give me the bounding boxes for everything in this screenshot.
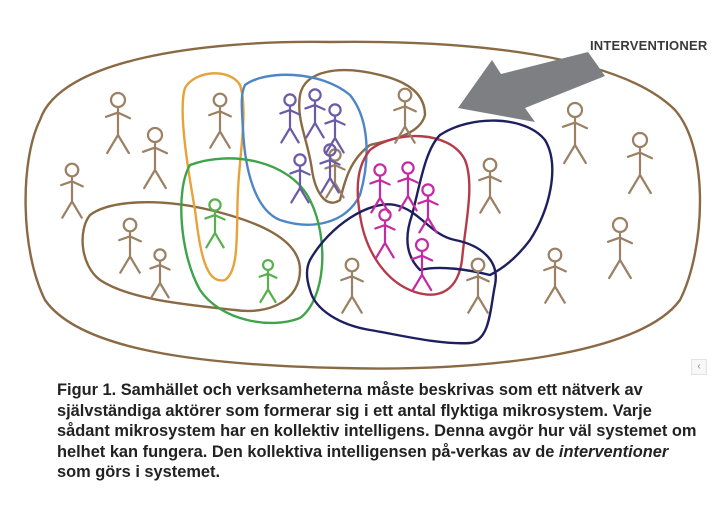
caption-text: Figur 1. Samhället och verksamheterna må…	[57, 381, 697, 461]
microsystem-blue	[240, 73, 368, 226]
caption-text-end: som görs i systemet.	[57, 463, 221, 481]
microsystem-navy-right	[406, 119, 554, 277]
stick-figure	[204, 198, 226, 249]
microsystem-red	[356, 134, 471, 296]
microsystem-navy-lower	[305, 203, 497, 345]
stick-figure	[208, 92, 232, 149]
stick-figure	[606, 216, 634, 280]
stick-figure	[369, 163, 391, 214]
stick-figure	[626, 131, 654, 195]
figure-caption: Figur 1. Samhället och verksamheterna må…	[57, 380, 697, 483]
microsystem-green	[180, 157, 324, 325]
stick-figure	[324, 148, 346, 199]
scroll-left-button[interactable]: ‹	[691, 359, 707, 375]
stick-figure	[304, 88, 326, 139]
stick-figure	[410, 237, 434, 292]
stick-figure	[141, 126, 169, 190]
stick-figure	[104, 91, 132, 155]
stick-figure	[466, 257, 490, 314]
stick-figure	[60, 162, 84, 219]
stick-figure	[478, 157, 502, 214]
stick-figures	[60, 87, 654, 314]
stick-figure	[340, 257, 364, 314]
microsystem-orange	[181, 72, 245, 282]
stick-figure	[118, 217, 142, 274]
stick-figure	[393, 87, 417, 144]
microsystem-diagram	[24, 40, 702, 370]
stick-figure	[397, 161, 419, 212]
stick-figure	[324, 103, 346, 154]
microsystem-brown-top	[298, 69, 427, 204]
stick-figure	[149, 248, 171, 299]
stick-figure	[374, 208, 396, 259]
stick-figure	[561, 101, 589, 165]
stick-figure	[319, 143, 341, 194]
stick-figure	[289, 153, 311, 204]
stick-figure	[417, 183, 439, 234]
caption-emphasis: interventioner	[558, 442, 669, 461]
society-boundary	[24, 40, 702, 370]
microsystem-brown-left	[81, 201, 302, 313]
arrow-icon	[458, 52, 605, 122]
interventions-label: INTERVENTIONER	[590, 38, 708, 53]
stick-figure	[258, 259, 278, 304]
stick-figure	[279, 93, 301, 144]
stick-figure	[543, 247, 567, 304]
